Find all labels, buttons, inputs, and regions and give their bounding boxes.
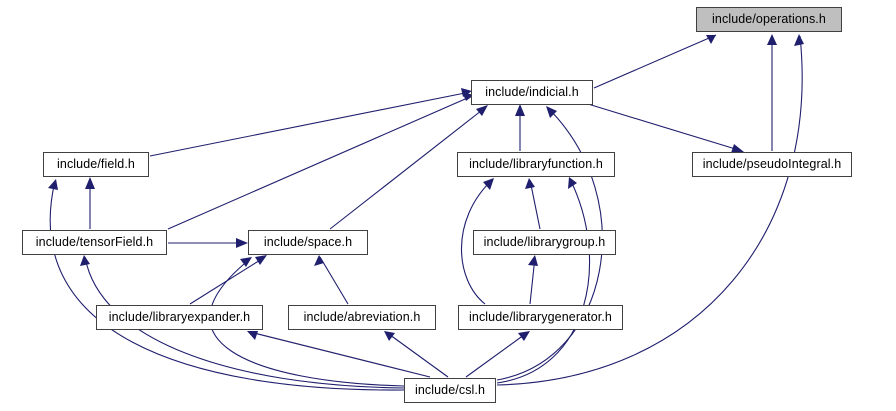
arrowhead-csl-to-field xyxy=(48,179,58,190)
edge-indicial-to-operations xyxy=(593,34,717,89)
edge-librarygenerator-to-libraryfunction xyxy=(461,179,493,305)
arrowhead-abreviation-to-space xyxy=(314,255,324,266)
graph-node-field[interactable]: include/field.h xyxy=(43,152,149,177)
graph-node-pseudoIntegral[interactable]: include/pseudoIntegral.h xyxy=(692,152,852,177)
graph-node-label: include/libraryfunction.h xyxy=(469,157,603,172)
edge-indicial-to-pseudoIntegral xyxy=(587,103,743,152)
graph-node-label: include/pseudoIntegral.h xyxy=(702,157,842,172)
edge-csl-to-indicial xyxy=(496,107,603,381)
edge-csl-to-librarygenerator xyxy=(465,331,529,378)
graph-node-librarygroup[interactable]: include/librarygroup.h xyxy=(473,230,616,255)
arrowhead-tensorField-to-field xyxy=(85,177,95,189)
arrowhead-indicial-to-pseudoIntegral xyxy=(731,144,744,153)
edge-csl-to-libraryfunction xyxy=(496,178,591,384)
arrowhead-libraryexpander-to-space xyxy=(255,255,267,265)
arrowhead-space-to-indicial xyxy=(476,105,488,116)
arrowhead-csl-to-indicial xyxy=(546,106,557,118)
arrowhead-libraryfunction-to-indicial xyxy=(515,104,525,116)
graph-node-label: include/abreviation.h xyxy=(303,310,421,325)
arrowhead-librarygenerator-to-libraryfunction xyxy=(483,178,494,190)
edge-space-to-indicial xyxy=(329,106,487,230)
edge-tensorField-to-indicial xyxy=(167,95,473,230)
edge-csl-to-libraryexpander xyxy=(249,331,431,378)
graph-node-libraryexpander[interactable]: include/libraryexpander.h xyxy=(96,305,263,330)
edge-field-to-indicial xyxy=(149,91,471,157)
graph-node-indicial[interactable]: include/indicial.h xyxy=(471,80,593,105)
edge-csl-to-operations xyxy=(496,35,803,386)
arrowhead-csl-to-libraryexpander xyxy=(247,331,258,340)
graph-node-abreviation[interactable]: include/abreviation.h xyxy=(288,305,436,330)
graph-node-label: include/indicial.h xyxy=(485,85,579,100)
graph-node-librarygenerator[interactable]: include/librarygenerator.h xyxy=(458,305,623,330)
graph-node-label: include/librarygroup.h xyxy=(483,235,606,250)
graph-node-space[interactable]: include/space.h xyxy=(248,230,368,255)
edge-abreviation-to-space xyxy=(319,256,349,305)
arrowhead-csl-to-operations xyxy=(794,34,804,46)
graph-node-csl[interactable]: include/csl.h xyxy=(404,378,496,403)
arrowhead-pseudoIntegral-to-operations xyxy=(767,34,777,45)
arrowhead-csl-to-abreviation xyxy=(384,331,395,341)
graph-node-label: include/csl.h xyxy=(414,383,486,398)
arrowhead-librarygenerator-to-librarygroup xyxy=(528,255,538,266)
arrowhead-tensorField-to-space xyxy=(236,238,248,248)
edge-librarygroup-to-libraryfunction xyxy=(529,179,541,230)
arrowhead-librarygroup-to-libraryfunction xyxy=(525,178,535,189)
edge-csl-to-tensorField xyxy=(84,256,405,389)
graph-node-label: include/operations.h xyxy=(712,12,826,27)
graph-node-label: include/tensorField.h xyxy=(35,235,154,250)
graph-node-label: include/field.h xyxy=(57,157,135,172)
arrowhead-csl-to-librarygenerator xyxy=(518,331,530,341)
graph-node-tensorField[interactable]: include/tensorField.h xyxy=(22,230,167,255)
graph-node-libraryfunction[interactable]: include/libraryfunction.h xyxy=(457,152,615,177)
graph-node-operations[interactable]: include/operations.h xyxy=(696,7,842,32)
edge-csl-to-abreviation xyxy=(385,331,449,378)
arrowhead-csl-to-tensorField xyxy=(80,255,90,266)
graph-node-label: include/space.h xyxy=(263,235,353,250)
arrowhead-indicial-to-operations xyxy=(706,35,716,44)
edge-csl-to-space xyxy=(209,258,405,387)
arrowhead-csl-to-libraryfunction xyxy=(568,177,577,189)
arrowhead-csl-to-space xyxy=(240,257,252,267)
graph-node-label: include/librarygenerator.h xyxy=(469,310,612,325)
graph-node-label: include/libraryexpander.h xyxy=(108,310,251,325)
